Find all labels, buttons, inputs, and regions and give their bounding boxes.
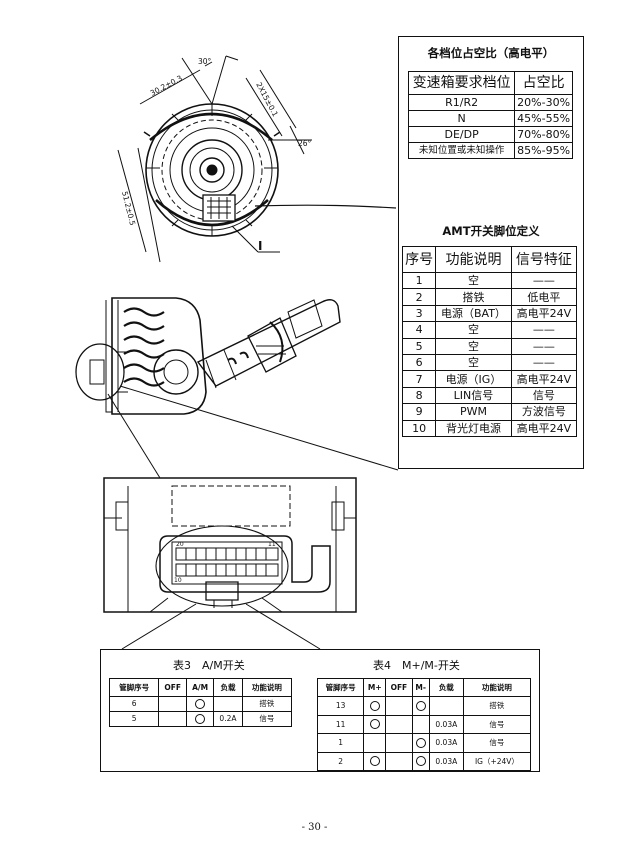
duty-header-gear: 变速箱要求档位	[407, 71, 516, 95]
connector-pin-10: 10	[174, 577, 182, 584]
table-row: 13 搭铁	[316, 696, 532, 716]
dial-front-view	[117, 55, 397, 263]
contact-open-icon	[195, 699, 206, 709]
table-row: 11 0.03A 信号	[316, 714, 532, 734]
dim-angle-right: 26°	[298, 139, 312, 148]
contact-open-icon	[415, 737, 426, 748]
table-row: 6 搭铁	[108, 696, 293, 712]
switch-tables-panel: 表3 A/M开关 管脚序号 OFF A/M 负载 功能说明 6 搭铁 5 0.2…	[100, 649, 540, 772]
duty-table-title: 各档位占空比（高电平）	[427, 46, 555, 60]
amt-table-title: AMT开关脚位定义	[442, 224, 540, 238]
am-switch-table: 管脚序号 OFF A/M 负载 功能说明 6 搭铁 5 0.2A 信号	[108, 678, 293, 727]
dim-left: 30.2±0.3	[149, 73, 184, 97]
table3-caption: 表3 A/M开关	[173, 659, 245, 672]
amt-header-func: 功能说明	[435, 246, 512, 273]
lever-switch-assembly	[75, 297, 399, 479]
connector-pin-11: 11	[268, 541, 276, 548]
page-number: - 30 -	[301, 822, 328, 833]
table4-caption: 表4 M+/M-开关	[373, 659, 460, 672]
connector-detail	[103, 477, 357, 650]
table-row: 2 0.03A IG（+24V）	[316, 751, 532, 771]
contact-open-icon	[369, 719, 380, 730]
section-mark: I	[258, 239, 262, 253]
contact-open-icon	[415, 756, 426, 767]
duty-header-ratio: 占空比	[514, 71, 573, 95]
contact-open-icon	[195, 714, 206, 724]
table-row: 5 0.2A 信号	[108, 711, 293, 727]
dim-angle-top: 30°	[198, 57, 212, 66]
amt-header-no: 序号	[401, 246, 437, 273]
amt-header-signal: 信号特征	[510, 246, 578, 273]
contact-open-icon	[369, 756, 380, 767]
table-row: 1 0.03A 信号	[316, 733, 532, 753]
dim-diagonal: 51.2±0.5	[120, 190, 137, 226]
contact-open-icon	[369, 700, 380, 711]
connector-pin-20: 20	[176, 541, 184, 548]
mplus-minus-switch-table: 管脚序号 M+ OFF M- 负载 功能说明 13 搭铁 11 0.03A	[316, 678, 532, 771]
contact-open-icon	[415, 700, 426, 711]
